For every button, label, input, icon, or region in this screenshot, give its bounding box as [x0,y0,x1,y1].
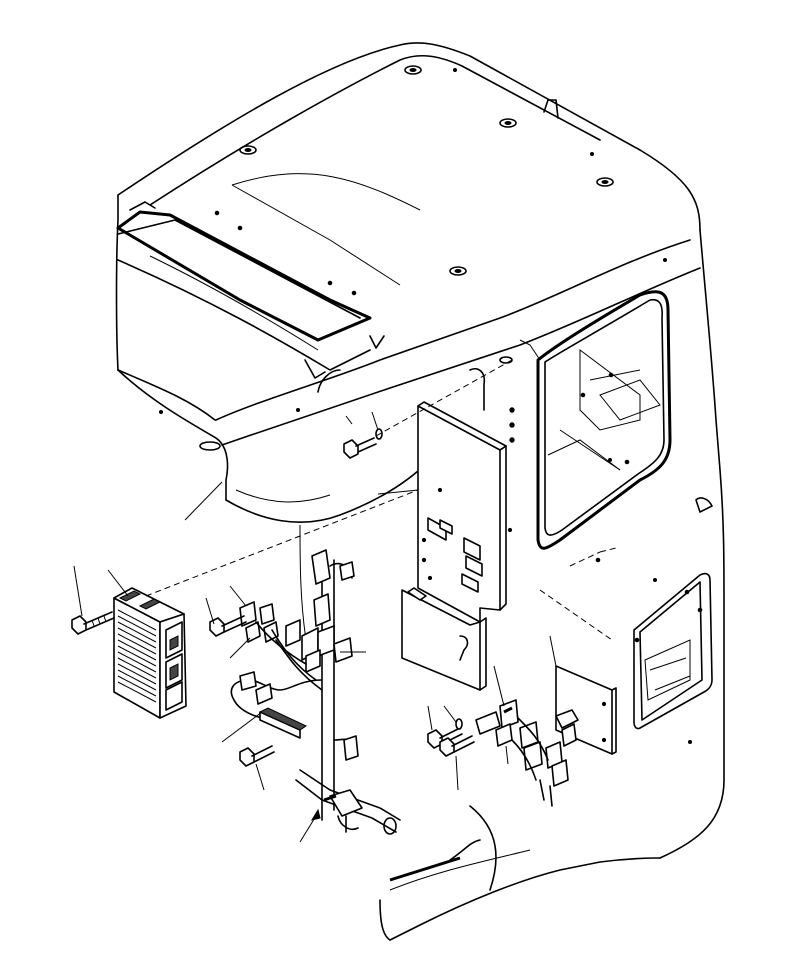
relay-plate [475,665,617,807]
bolt-icon [71,611,115,635]
controller-unit [113,587,187,719]
roof-window [116,201,385,421]
callout-leaders [73,359,617,843]
side-window [536,290,690,595]
washers [375,428,463,730]
bolt-icon [343,437,377,459]
wiring-harness [230,549,401,835]
washer-icon [455,718,463,730]
cooling-fins [117,609,157,703]
mounting-bracket [401,356,515,691]
bolts [71,437,475,767]
rear-window [633,572,713,730]
bolt-icon [439,735,475,757]
cab-shell [115,42,725,941]
bolt-icon [239,745,275,767]
